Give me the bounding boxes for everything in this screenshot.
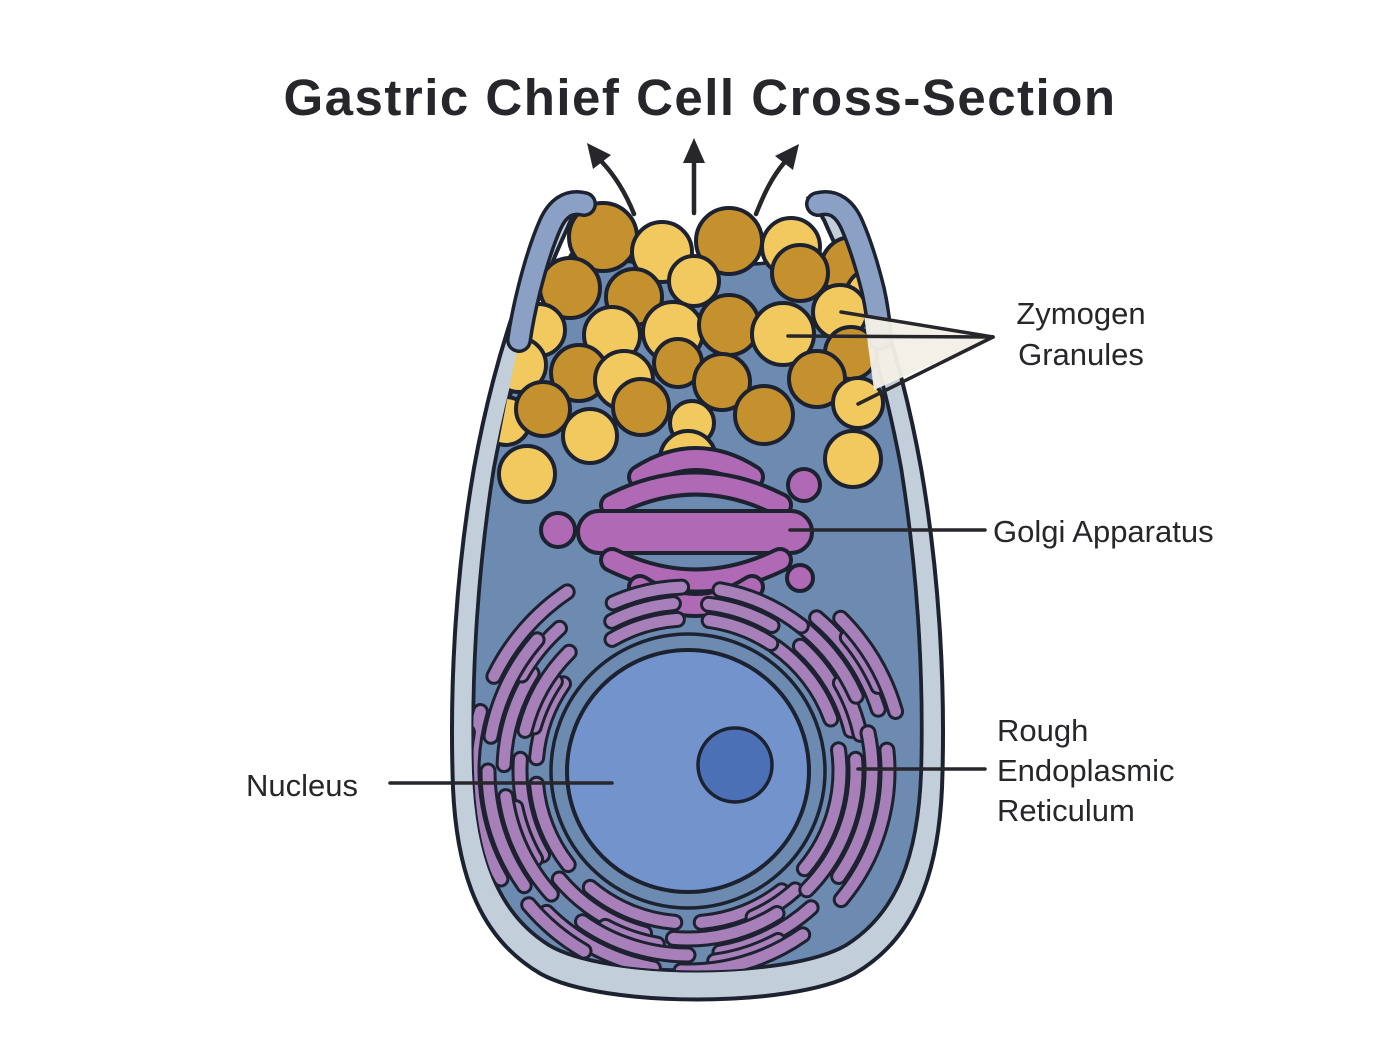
zymogen-leader-line	[856, 335, 995, 406]
rough-er-cisterna	[714, 584, 807, 632]
nuclear-envelope	[549, 632, 827, 910]
zymogen-leader-line	[786, 334, 995, 339]
rough-er-cisterna	[833, 727, 878, 882]
zymogen-granule	[733, 384, 795, 446]
zymogen-granule	[692, 352, 752, 412]
rough-er-cisterna	[485, 634, 543, 742]
zymogen-leader-line	[839, 310, 995, 339]
rough-er-cisterna	[703, 615, 777, 649]
page-title: Gastric Chief Cell Cross-Section	[283, 69, 1117, 127]
rough-er-cisterna	[531, 778, 574, 871]
label-line: Rough	[997, 713, 1089, 748]
secretion-arrows	[587, 138, 799, 217]
label-zymogen-granules: Zymogen Granules	[995, 293, 1167, 375]
rough-er-cisterna	[675, 929, 809, 971]
label-rough-er: Rough Endoplasmic Reticulum	[997, 711, 1257, 831]
golgi-vesicle	[785, 563, 815, 593]
zymogen-granule	[497, 444, 557, 504]
label-lines	[388, 310, 995, 785]
rough-er-cisterna	[798, 744, 846, 875]
rough-er-cisterna	[584, 881, 681, 928]
nucleolus	[696, 726, 774, 804]
nucleus	[565, 648, 811, 894]
rough-er-cisterna	[667, 908, 783, 945]
rough-er-cisterna	[577, 916, 694, 961]
rough-er-cisterna	[523, 899, 590, 957]
zymogen-granule	[667, 254, 721, 308]
label-line: Granules	[1018, 337, 1144, 372]
rough-er-cisterna	[488, 586, 573, 682]
zymogen-granule	[770, 243, 830, 303]
golgi-central-cisterna	[576, 509, 814, 555]
secretion-arrow-right-icon	[753, 160, 787, 217]
label-golgi-apparatus: Golgi Apparatus	[993, 511, 1293, 552]
rough-er-cisterna	[607, 581, 688, 609]
rough-er-cisterna	[801, 753, 862, 896]
zymogen-granule	[611, 377, 671, 437]
zymogen-granule	[823, 429, 883, 489]
label-line: Nucleus	[246, 768, 358, 803]
label-nucleus: Nucleus	[246, 765, 386, 806]
label-line: Golgi Apparatus	[993, 514, 1214, 549]
golgi-vesicle	[786, 467, 822, 503]
golgi-vesicle	[539, 511, 577, 549]
rough-er-cisterna	[835, 612, 902, 717]
membrane-lips	[506, 190, 893, 353]
rough-er-cisterna	[606, 613, 683, 645]
rough-er-cisterna	[606, 598, 679, 627]
zymogen-label-wedge	[864, 315, 993, 390]
golgi-apparatus	[539, 446, 822, 618]
rough-er-cisterna	[703, 598, 778, 631]
rough-er-cisterna	[500, 791, 557, 900]
zymogen-granule	[787, 349, 847, 409]
rough-er-cisterna	[519, 646, 575, 736]
label-line: Endoplasmic	[997, 753, 1175, 788]
zymogen-granule	[514, 380, 572, 438]
rough-er-cisterna	[769, 641, 837, 725]
zymogen-granule	[750, 301, 816, 367]
secretion-arrow-left-icon	[599, 159, 637, 217]
label-line: Reticulum	[997, 793, 1135, 828]
label-line: Zymogen	[1016, 296, 1146, 331]
zymogen-granule	[561, 407, 619, 465]
zymogen-granule	[697, 293, 761, 357]
